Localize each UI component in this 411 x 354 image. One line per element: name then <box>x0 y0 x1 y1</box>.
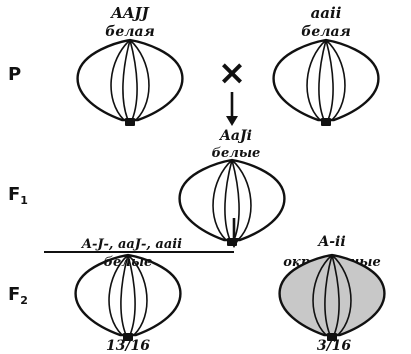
parent-left-phenotype: белая <box>105 24 154 40</box>
f2-colored-genotype: A-ii <box>316 234 345 250</box>
parent-right-genotype: aaii <box>311 4 342 22</box>
f1-phenotype: белые <box>212 146 261 161</box>
onion-bulb-f1 <box>178 158 286 248</box>
onion-bulb-parent-right <box>272 38 380 128</box>
f1-genotype: AaJi <box>218 128 252 144</box>
generation-label-p: P <box>8 64 21 85</box>
arrow-f1-to-f2 <box>228 218 240 248</box>
generation-subscript-f2: 2 <box>20 294 28 307</box>
parent-right-phenotype: белая <box>301 24 350 40</box>
f2-colored-ratio: 3/16 <box>317 338 352 354</box>
f2-white-ratio: 13/16 <box>106 338 150 354</box>
f2-white-genotypes: A-J-, aaJ-, aaii <box>80 237 182 252</box>
parent-left-genotype: AAJJ <box>109 4 149 22</box>
onion-bulb-f2-colored <box>278 253 386 343</box>
generation-subscript-f1: 1 <box>20 194 28 207</box>
arrow-p-to-f1 <box>226 92 238 126</box>
generation-label-f2: F2 <box>8 284 28 307</box>
generation-label-f1: F1 <box>8 184 28 207</box>
onion-bulb-parent-left <box>76 38 184 128</box>
cross-symbol: × <box>218 53 247 93</box>
